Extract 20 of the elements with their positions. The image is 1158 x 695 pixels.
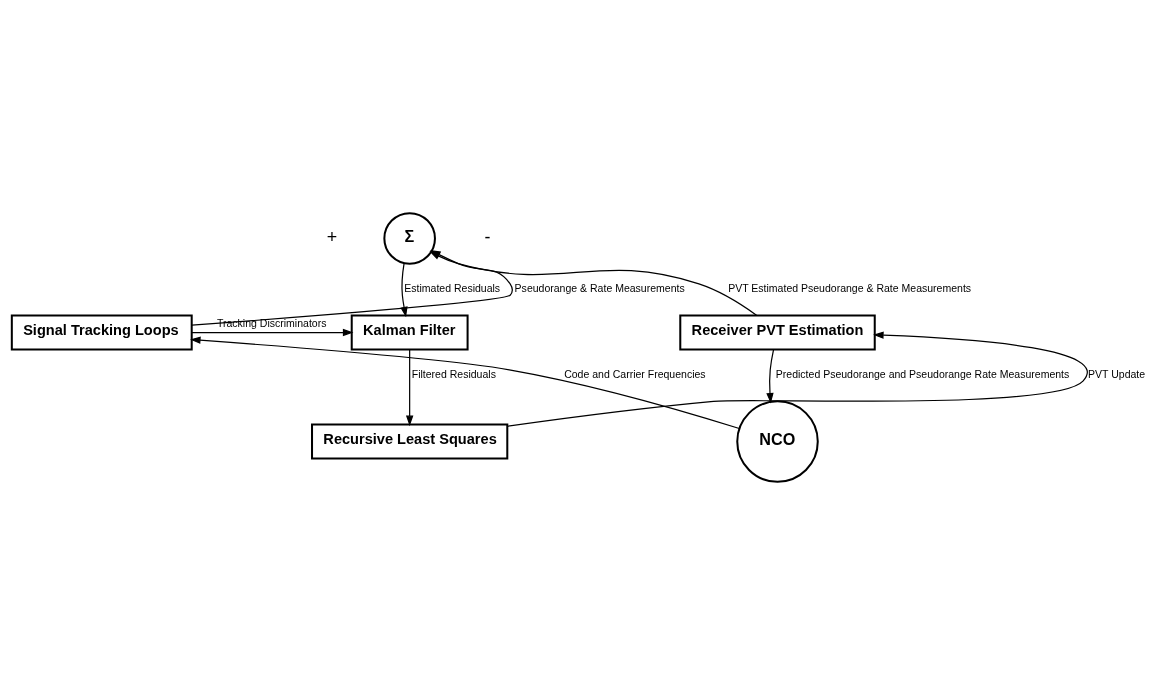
node-box: Recursive Least Squares [311,423,509,460]
node-label: - [484,226,491,247]
node-box: Kalman Filter [350,314,469,351]
node-circle: NCO [736,400,819,483]
arrow [190,336,740,430]
arrow [766,348,775,404]
node-label: + [326,226,338,247]
edge-label: Code and Carrier Frequencies [564,368,706,381]
edge-label: PVT Update [1088,368,1146,381]
arrow [405,349,414,427]
edge-label: PVT Estimated Pseudorange & Rate Measurements [728,282,972,295]
edge-label: Estimated Residuals [404,282,501,295]
arrow [191,328,354,337]
edge-label: Predicted Pseudorange and Pseudorange Rate Measurements [775,368,1070,381]
node-box: Signal Tracking Loops [10,314,193,351]
edge-label: Filtered Residuals [411,368,496,381]
arrow [507,331,1088,427]
node-circle: Σ [383,212,436,265]
edge-label: Pseudorange & Rate Measurements [514,282,685,295]
node-box: Receiver PVT Estimation [679,314,876,351]
